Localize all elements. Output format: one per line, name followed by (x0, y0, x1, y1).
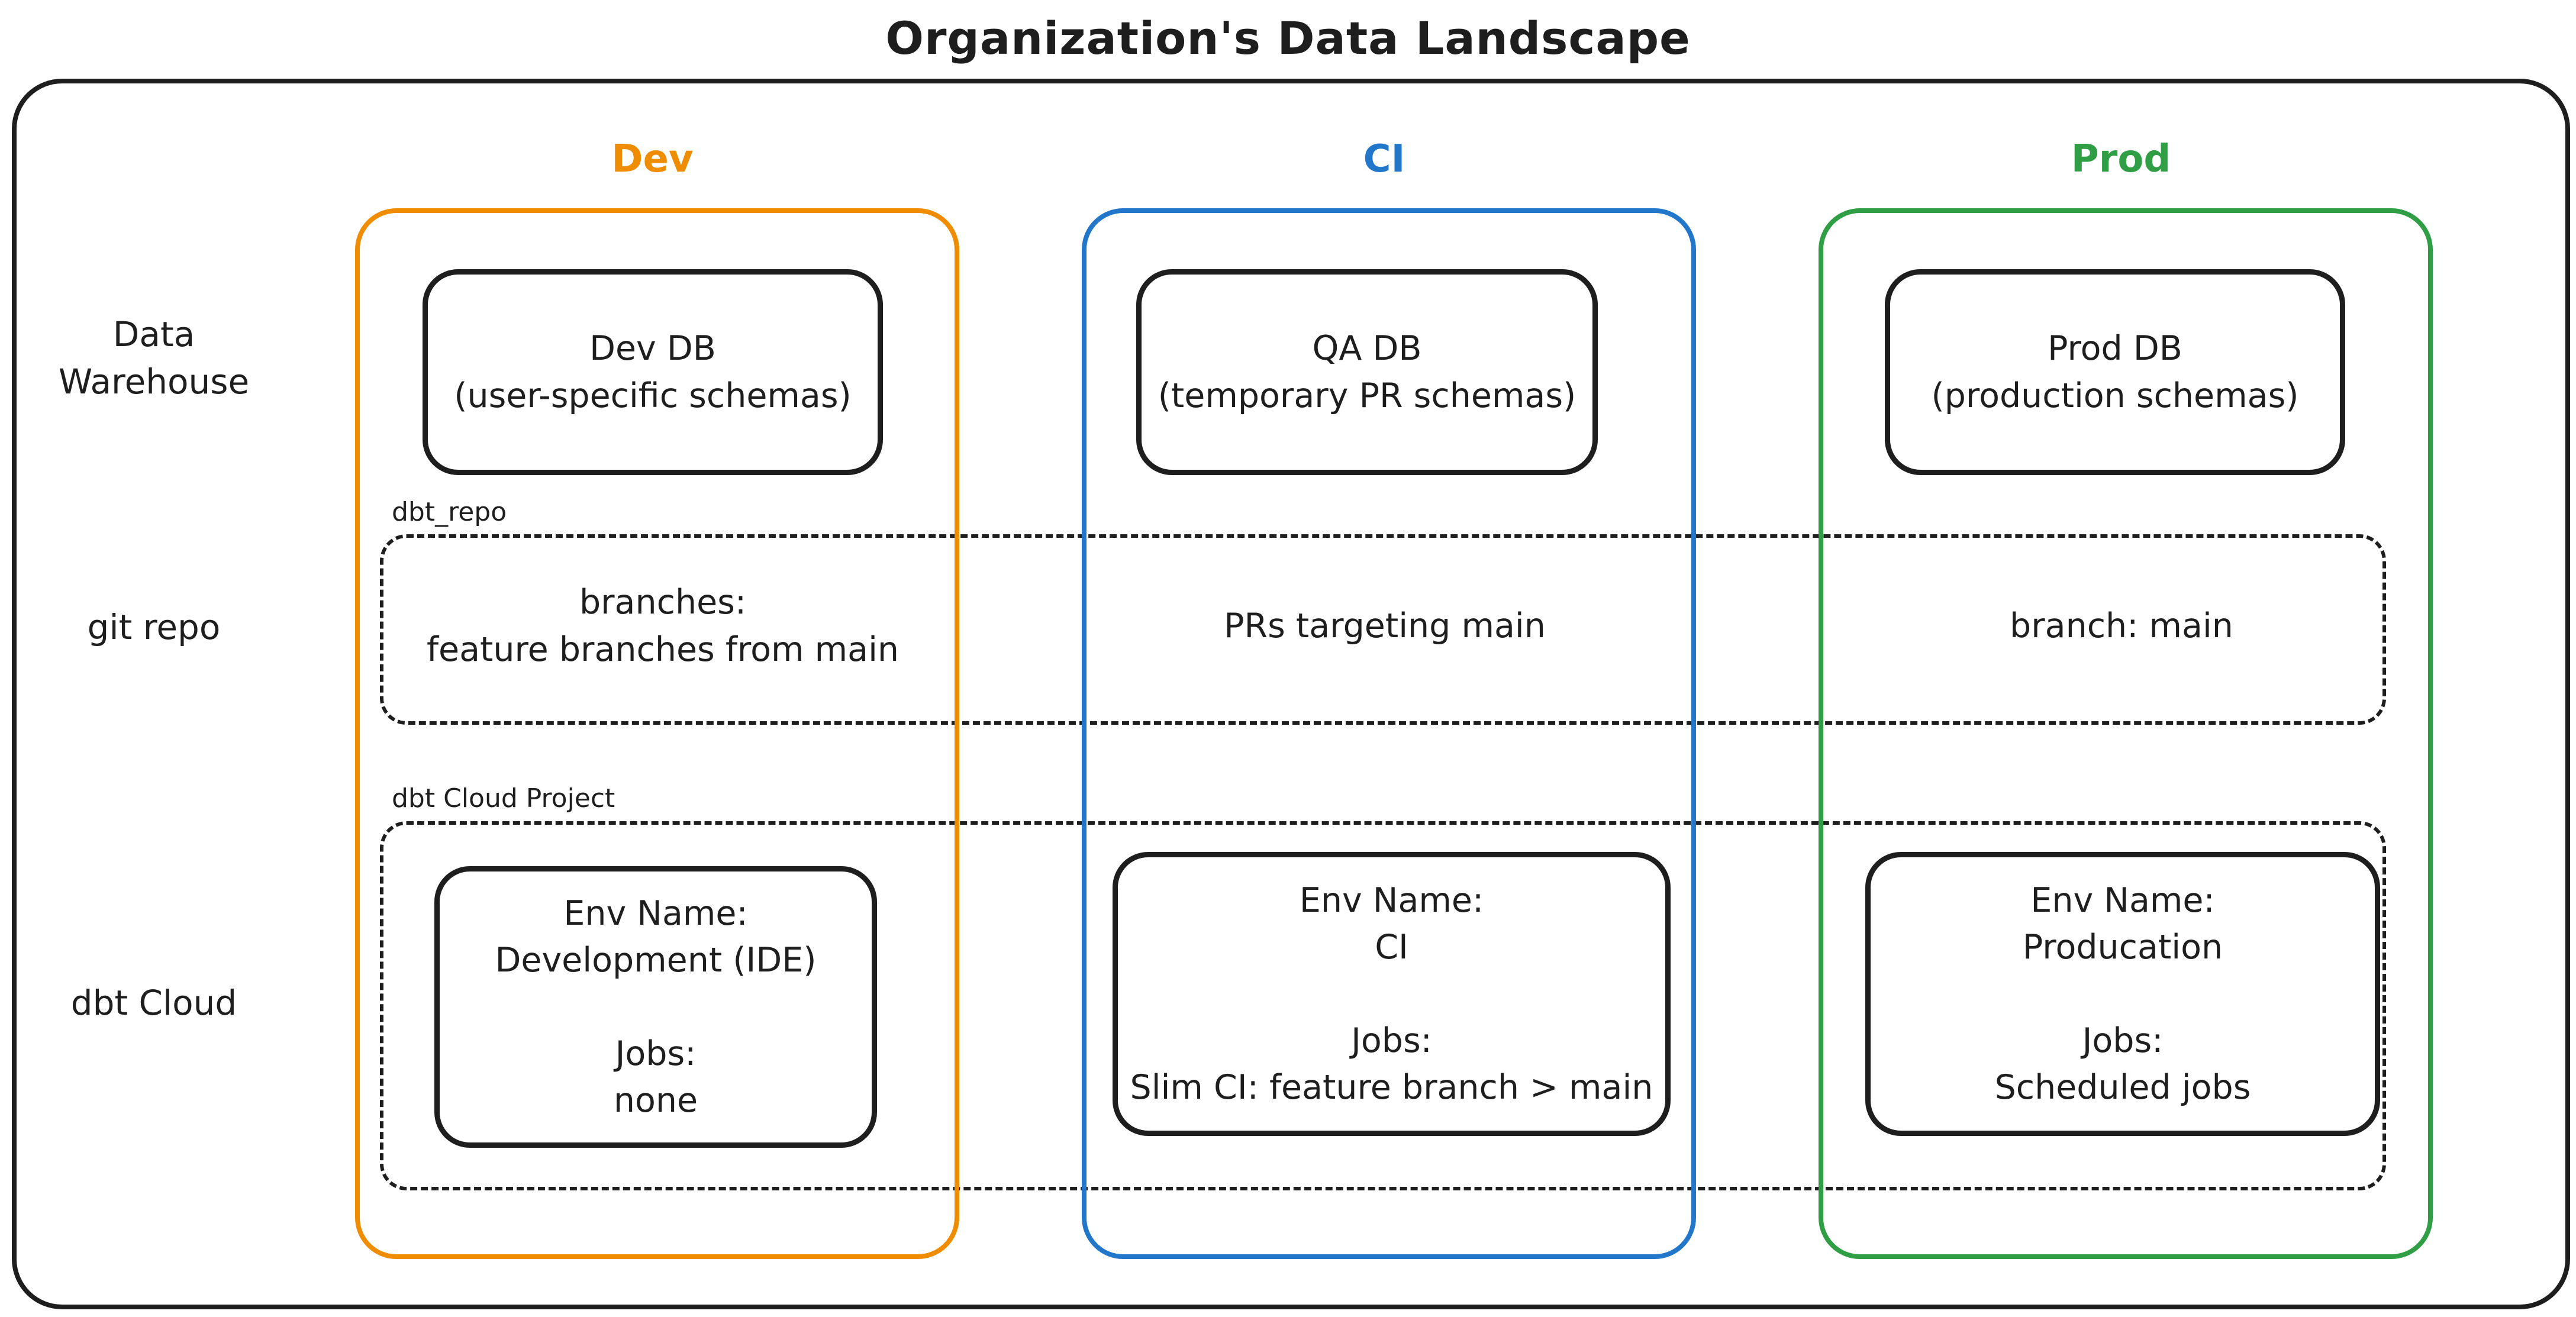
dev-db-detail: (user-specific schemas) (454, 376, 852, 415)
dev-repo-line1: branches: (579, 583, 747, 622)
dev-env-box: Env Name: Development (IDE) Jobs: none (434, 866, 877, 1148)
prod-db-box: Prod DB (production schemas) (1885, 269, 2345, 475)
prod-repo-line1: branch: main (2010, 606, 2233, 645)
prod-column-box (1819, 208, 2433, 1259)
qa-db-name: QA DB (1312, 329, 1422, 368)
ci-env-label: Env Name: (1299, 880, 1484, 920)
dbt-repo-dashed-box (380, 534, 2386, 725)
dbt-cloud-project-section-label: dbt Cloud Project (392, 783, 615, 814)
ci-env-value: CI (1375, 927, 1408, 967)
outer-frame (12, 79, 2570, 1309)
qa-db-detail: (temporary PR schemas) (1158, 376, 1576, 415)
row-label-git-repo: git repo (87, 607, 221, 647)
prod-repo-cell: branch: main (1823, 534, 2420, 718)
ci-jobs-label: Jobs: (1351, 1021, 1432, 1060)
column-label-dev: Dev (611, 137, 694, 181)
prod-jobs-label: Jobs: (2082, 1021, 2164, 1060)
dev-db-name: Dev DB (589, 329, 716, 368)
prod-env-value: Producation (2022, 927, 2223, 967)
dev-column-box (355, 208, 959, 1259)
dev-env-value: Development (IDE) (495, 940, 817, 980)
dev-jobs-value: none (613, 1080, 698, 1120)
column-label-ci: CI (1363, 137, 1405, 181)
ci-column-box (1082, 208, 1696, 1259)
column-label-prod: Prod (2071, 137, 2171, 181)
row-label-dbt-cloud: dbt Cloud (70, 983, 237, 1023)
dbt-repo-section-label: dbt_repo (392, 497, 507, 527)
prod-env-box: Env Name: Producation Jobs: Scheduled jo… (1865, 852, 2380, 1136)
diagram-title: Organization's Data Landscape (885, 12, 1691, 64)
dev-db-box: Dev DB (user-specific schemas) (423, 269, 883, 475)
prod-env-label: Env Name: (2030, 880, 2215, 920)
ci-jobs-value: Slim CI: feature branch > main (1130, 1067, 1653, 1107)
ci-env-box: Env Name: CI Jobs: Slim CI: feature bran… (1113, 852, 1671, 1136)
row-label-data-warehouse-line1: Data (112, 314, 195, 354)
dev-jobs-label: Jobs: (615, 1034, 697, 1073)
prod-jobs-value: Scheduled jobs (1994, 1067, 2251, 1107)
dev-env-label: Env Name: (563, 893, 748, 933)
dbt-cloud-project-dashed-box (380, 821, 2386, 1190)
prod-db-detail: (production schemas) (1931, 376, 2299, 415)
qa-db-box: QA DB (temporary PR schemas) (1136, 269, 1598, 475)
ci-repo-cell: PRs targeting main (1086, 534, 1684, 718)
dev-repo-line2: feature branches from main (426, 630, 899, 669)
row-label-data-warehouse: Data Warehouse (12, 311, 296, 405)
ci-repo-line1: PRs targeting main (1224, 606, 1546, 645)
row-label-data-warehouse-line2: Warehouse (58, 361, 250, 402)
prod-db-name: Prod DB (2048, 329, 2182, 368)
dev-repo-cell: branches: feature branches from main (385, 534, 941, 718)
